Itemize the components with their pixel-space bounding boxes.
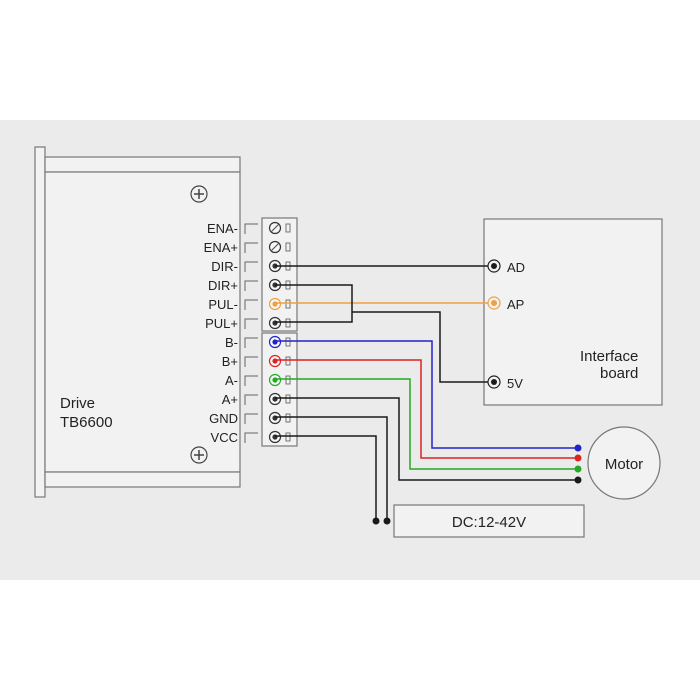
terminal-screw-dot-9: [272, 396, 278, 402]
terminal-clip-10: [244, 413, 258, 424]
interface-pin-ad-label: AD: [507, 260, 525, 275]
driver-main-body: [44, 171, 241, 473]
terminal-label-4: PUL-: [208, 297, 238, 312]
terminal-screw-dot-10: [272, 415, 278, 421]
wire-gnd-to-power: [275, 416, 388, 521]
terminal-slot-1: [285, 242, 291, 252]
terminal-screw-dot-6: [272, 339, 278, 345]
motor-label: Motor: [605, 456, 643, 473]
terminal-slot-5: [285, 318, 291, 328]
terminal-slot-7: [285, 356, 291, 366]
terminal-clip-2: [244, 261, 258, 272]
terminal-label-6: B-: [225, 335, 238, 350]
wire-bridge-to-5v: [352, 311, 494, 383]
interface-pin-ap-label: AP: [507, 297, 524, 312]
terminal-slot-4: [285, 299, 291, 309]
power-dot-vcc: [372, 517, 380, 525]
terminal-label-9: A+: [222, 392, 238, 407]
driver-screw-top: [190, 185, 208, 203]
terminal-slot-9: [285, 394, 291, 404]
terminal-screw-slot-1: [270, 242, 280, 252]
interface-pin-ad: AD: [487, 259, 525, 275]
terminal-clip-11: [244, 432, 258, 443]
terminal-screw-dot-7: [272, 358, 278, 364]
wire-dir-plus-pul-plus-bridge: [275, 284, 353, 323]
motor-dot-b-minus: [574, 444, 582, 452]
motor-dot-a-plus: [574, 476, 582, 484]
motor: [587, 426, 661, 500]
terminal-label-11: VCC: [211, 430, 238, 445]
interface-board: [483, 218, 663, 406]
terminal-label-8: A-: [225, 373, 238, 388]
terminal-slot-8: [285, 375, 291, 385]
terminal-screw-dot-8: [272, 377, 278, 383]
wire-a-plus-to-motor: [275, 397, 578, 481]
terminal-clip-4: [244, 299, 258, 310]
driver-top-rail: [44, 156, 241, 173]
terminal-screw-dot-4: [272, 301, 278, 307]
terminal-slot-0: [285, 223, 291, 233]
terminal-clip-9: [244, 394, 258, 405]
terminal-label-2: DIR-: [211, 259, 238, 274]
interface-pin-5v-label: 5V: [507, 376, 523, 391]
driver-name-line1: Drive: [60, 395, 95, 412]
terminal-block-upper: [261, 217, 298, 332]
terminal-clip-6: [244, 337, 258, 348]
terminal-block-lower: [261, 332, 298, 447]
interface-pin-5v: 5V: [487, 375, 523, 391]
terminal-label-10: GND: [209, 411, 238, 426]
driver-bottom-rail: [44, 471, 241, 488]
terminal-label-3: DIR+: [208, 278, 238, 293]
power-dot-gnd: [383, 517, 391, 525]
terminal-clip-0: [244, 223, 258, 234]
driver-name-line2: TB6600: [60, 414, 113, 431]
terminal-clip-5: [244, 318, 258, 329]
terminal-clip-7: [244, 356, 258, 367]
interface-pin-ap: AP: [487, 296, 524, 312]
interface-board-title-line2: board: [600, 365, 638, 382]
terminal-screw-slot-0: [270, 223, 280, 233]
driver-body: [34, 146, 241, 498]
driver-left-flange: [34, 146, 46, 498]
terminal-slot-6: [285, 337, 291, 347]
terminal-slot-11: [285, 432, 291, 442]
wire-a-minus-to-motor: [275, 378, 578, 470]
terminal-label-1: ENA+: [204, 240, 238, 255]
terminal-clip-1: [244, 242, 258, 253]
terminal-clip-8: [244, 375, 258, 386]
terminal-label-0: ENA-: [207, 221, 238, 236]
wires: [275, 265, 578, 521]
driver-screw-bottom: [190, 446, 208, 464]
wire-b-minus-to-motor: [275, 340, 578, 449]
motor-dot-a-minus: [574, 465, 582, 473]
terminal-screw-dot-5: [272, 320, 278, 326]
terminal-label-5: PUL+: [205, 316, 238, 331]
terminal-block: [261, 217, 298, 447]
motor-dot-b-plus: [574, 454, 582, 462]
terminal-slot-10: [285, 413, 291, 423]
power-supply-box: [393, 504, 585, 538]
terminal-labels: ENA- ENA+ DIR- DIR+ PUL- PUL+ B- B+ A- A+ GND VCC: [204, 221, 238, 445]
terminal-label-7: B+: [222, 354, 238, 369]
power-supply-label: DC:12-42V: [452, 514, 526, 531]
interface-board-title-line1: Interface: [580, 348, 638, 365]
terminal-screw-dot-11: [272, 434, 278, 440]
wire-vcc-to-power: [275, 435, 377, 521]
terminal-clip-3: [244, 280, 258, 291]
wire-b-plus-to-motor: [275, 359, 578, 459]
